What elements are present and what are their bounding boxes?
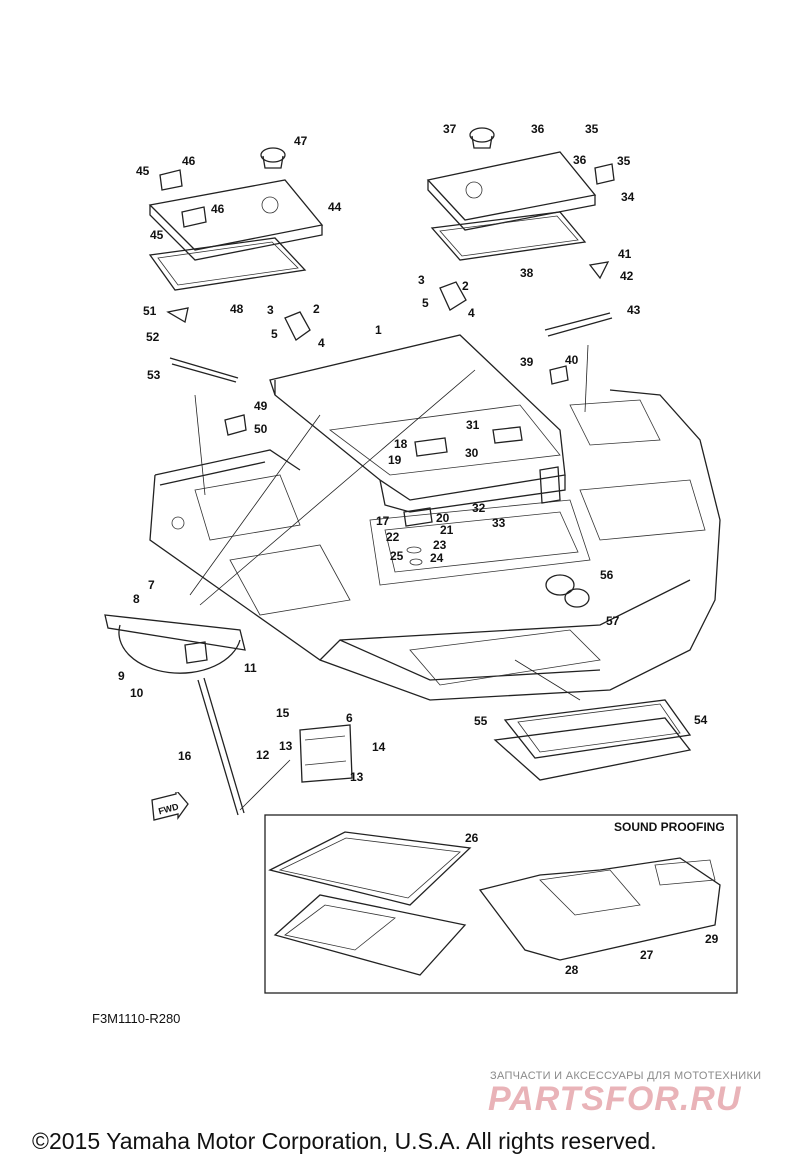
callout: 56	[600, 568, 614, 582]
callout: 47	[294, 134, 308, 148]
callout: 28	[565, 963, 579, 977]
callout: 41	[618, 247, 632, 261]
lower-hatch	[493, 699, 692, 781]
hatch-knobs	[260, 127, 495, 169]
callout: 44	[328, 200, 342, 214]
sound-proofing-box	[264, 814, 738, 994]
callout: 19	[388, 453, 402, 467]
fwd-arrow-icon: FWD	[151, 792, 189, 821]
callout: 18	[394, 437, 408, 451]
callout: 53	[147, 368, 161, 382]
callout: 48	[230, 302, 244, 316]
callout: 39	[520, 355, 534, 369]
callout: 9	[118, 669, 125, 683]
callout: 5	[422, 296, 429, 310]
callout-labels: 1 2 3 4 5 2 3 4 5 6 7 8 9 10 11 12 13 13…	[118, 122, 719, 977]
watermark-tagline: ЗАПЧАСТИ И АКСЕССУАРЫ ДЛЯ МОТОТЕХНИКИ	[490, 1070, 762, 1082]
callout: 55	[474, 714, 488, 728]
callout: 11	[244, 661, 257, 675]
callout: 49	[254, 399, 268, 413]
watermark-logo: PARTSFOR.RU	[488, 1080, 742, 1118]
callout: 2	[313, 302, 320, 316]
callout: 13	[279, 739, 293, 753]
callout: 5	[271, 327, 278, 341]
callout: 51	[143, 304, 157, 318]
left-hatch	[148, 179, 324, 291]
callout: 4	[318, 336, 325, 350]
callout: 22	[386, 530, 400, 544]
callout: 57	[606, 614, 620, 628]
callout: 25	[390, 549, 404, 563]
callout: 10	[130, 686, 144, 700]
callout: 7	[148, 578, 155, 592]
callout: 38	[520, 266, 534, 280]
callout: 23	[433, 538, 447, 552]
callout: 37	[443, 122, 457, 136]
callout: 3	[267, 303, 274, 317]
vent-fitting	[545, 574, 590, 608]
callout: 2	[462, 279, 469, 293]
callout: 45	[150, 228, 164, 242]
latch-assembly	[403, 426, 561, 566]
callout: 26	[465, 831, 479, 845]
callout: 4	[468, 306, 475, 320]
detail-inset	[104, 614, 246, 674]
right-hatch	[426, 151, 597, 261]
callout: 43	[627, 303, 641, 317]
callout: 50	[254, 422, 268, 436]
callout: 34	[621, 190, 635, 204]
callout: 54	[694, 713, 708, 727]
callout: 21	[440, 523, 454, 537]
callout: 42	[620, 269, 634, 283]
callout: 1	[375, 323, 382, 337]
hull-deck	[149, 389, 721, 701]
callout: 29	[705, 932, 719, 946]
callout: 35	[585, 122, 599, 136]
callout: 3	[418, 273, 425, 287]
callout: 14	[372, 740, 386, 754]
callout: 31	[466, 418, 480, 432]
callout: 40	[565, 353, 579, 367]
callout: 45	[136, 164, 150, 178]
section-title: SOUND PROOFING	[614, 820, 725, 834]
callout: 13	[350, 770, 364, 784]
callout: 52	[146, 330, 160, 344]
callout: 24	[430, 551, 444, 565]
callout: 36	[531, 122, 545, 136]
hinges	[159, 163, 615, 436]
callout: 8	[133, 592, 140, 606]
callout: 32	[472, 501, 486, 515]
bracket-6	[299, 724, 353, 783]
callout: 12	[256, 748, 270, 762]
callout: 27	[640, 948, 654, 962]
callout: 33	[492, 516, 506, 530]
copyright-notice: ©2015 Yamaha Motor Corporation, U.S.A. A…	[32, 1128, 657, 1154]
diagram-code: F3M1110-R280	[92, 1011, 181, 1026]
callout: 16	[178, 749, 192, 763]
callout: 17	[376, 514, 390, 528]
callout: 30	[465, 446, 479, 460]
guide-arrows	[189, 344, 589, 811]
callout: 35	[617, 154, 631, 168]
gas-struts	[169, 312, 613, 816]
callout: 36	[573, 153, 587, 167]
callout: 6	[346, 711, 353, 725]
callout: 46	[182, 154, 196, 168]
callout: 46	[211, 202, 225, 216]
callout: 15	[276, 706, 290, 720]
callout: 20	[436, 511, 450, 525]
